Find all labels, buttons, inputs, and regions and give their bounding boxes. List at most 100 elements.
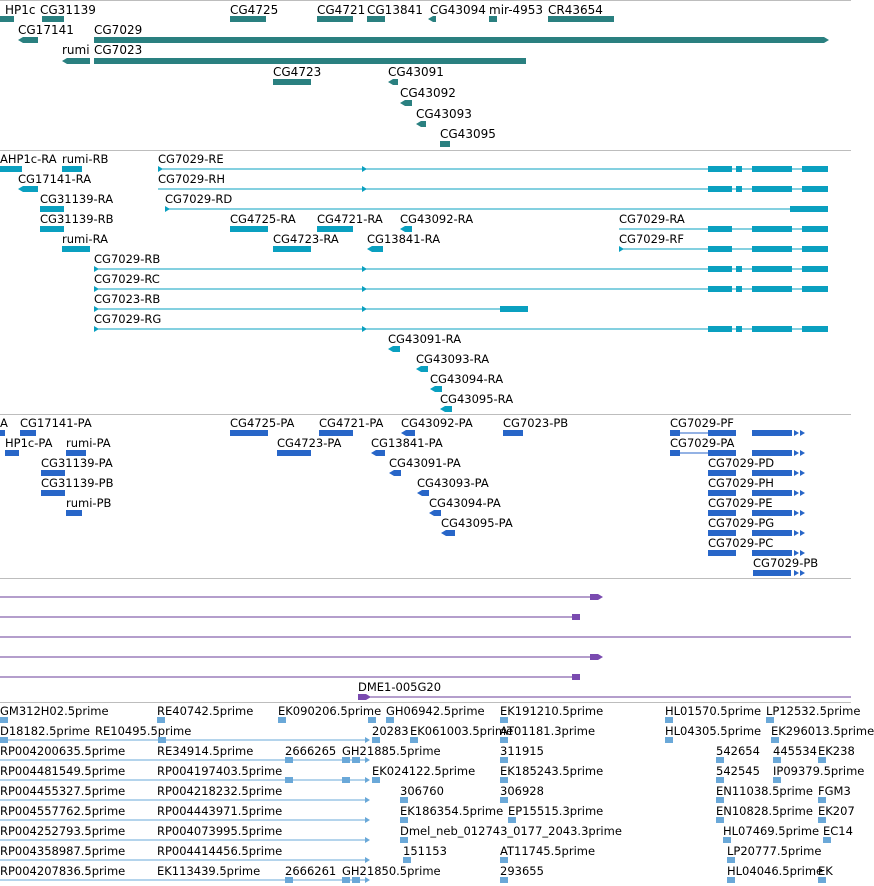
- feature-label[interactable]: CG7029-RD: [165, 192, 233, 206]
- feature-label[interactable]: CG31139-RB: [40, 212, 114, 226]
- feature-block[interactable]: [434, 510, 441, 516]
- feature-label[interactable]: RP004358987.5prime: [0, 844, 126, 858]
- feature-label[interactable]: CG7029-RG: [94, 312, 162, 326]
- feature-label[interactable]: CG43094-PA: [429, 496, 501, 510]
- feature-label[interactable]: CG7029-PF: [670, 416, 734, 430]
- read-block[interactable]: [352, 757, 360, 763]
- feature-block[interactable]: [40, 206, 64, 212]
- feature-label[interactable]: RP004207836.5prime: [0, 864, 126, 878]
- feature-label[interactable]: CG13841-RA: [367, 232, 441, 246]
- feature-block[interactable]: [708, 326, 732, 332]
- feature-block[interactable]: [393, 79, 398, 85]
- feature-block[interactable]: [0, 166, 22, 172]
- feature-block[interactable]: [708, 530, 736, 536]
- feature-label[interactable]: 445534: [773, 744, 817, 758]
- feature-block[interactable]: [421, 121, 426, 127]
- feature-label[interactable]: CG17141-RA: [18, 172, 92, 186]
- feature-label[interactable]: CG43094-RA: [430, 372, 504, 386]
- feature-label[interactable]: EK090206.5prime: [278, 704, 382, 718]
- read-block[interactable]: [285, 877, 293, 883]
- feature-block[interactable]: [394, 470, 401, 476]
- read-block[interactable]: [0, 737, 8, 743]
- read-block[interactable]: [716, 817, 724, 823]
- read-block[interactable]: [771, 737, 779, 743]
- feature-label[interactable]: 20283: [372, 724, 409, 738]
- feature-block[interactable]: [433, 16, 436, 22]
- feature-label[interactable]: CG7023-PB: [503, 416, 569, 430]
- read-block[interactable]: [386, 717, 394, 723]
- feature-label[interactable]: CG43092: [400, 86, 456, 100]
- feature-block[interactable]: [422, 490, 429, 496]
- feature-label[interactable]: rumi-RA: [62, 232, 108, 246]
- feature-block[interactable]: [94, 37, 824, 43]
- feature-block[interactable]: [20, 430, 36, 436]
- feature-block[interactable]: [317, 16, 353, 22]
- feature-label[interactable]: RE40742.5prime: [157, 704, 254, 718]
- read-block[interactable]: [500, 737, 508, 743]
- feature-label[interactable]: CG43095: [440, 127, 496, 141]
- feature-block[interactable]: [230, 16, 266, 22]
- feature-block[interactable]: [40, 226, 64, 232]
- feature-label[interactable]: 542654: [716, 744, 760, 758]
- read-block[interactable]: [342, 777, 350, 783]
- feature-label[interactable]: HP1c-PA: [5, 436, 53, 450]
- read-block[interactable]: [818, 817, 826, 823]
- feature-label[interactable]: CG43095-RA: [440, 392, 514, 406]
- feature-block[interactable]: [41, 470, 65, 476]
- feature-label[interactable]: GH21885.5prime: [342, 744, 441, 758]
- feature-block[interactable]: [5, 450, 19, 456]
- feature-label[interactable]: D18182.5prime: [0, 724, 90, 738]
- feature-label[interactable]: CG43093-PA: [417, 476, 489, 490]
- feature-block[interactable]: [670, 450, 680, 456]
- read-block[interactable]: [400, 837, 408, 843]
- feature-label[interactable]: EN11038.5prime: [716, 784, 813, 798]
- feature-block[interactable]: [752, 266, 792, 272]
- feature-label[interactable]: CG4723-PA: [277, 436, 342, 450]
- read-block[interactable]: [285, 757, 293, 763]
- feature-label[interactable]: 151153: [403, 844, 447, 858]
- feature-block[interactable]: [94, 58, 526, 64]
- feature-block[interactable]: [0, 430, 5, 436]
- read-block[interactable]: [400, 817, 408, 823]
- feature-block[interactable]: [62, 246, 90, 252]
- feature-block[interactable]: [802, 286, 828, 292]
- feature-label[interactable]: 311915: [500, 744, 544, 758]
- feature-label[interactable]: 293655: [500, 864, 544, 878]
- feature-label[interactable]: 2666261: [285, 864, 337, 878]
- feature-block[interactable]: [273, 246, 311, 252]
- feature-block[interactable]: [446, 530, 455, 536]
- feature-block[interactable]: [500, 306, 528, 312]
- feature-block[interactable]: [708, 470, 736, 476]
- feature-block[interactable]: [736, 326, 742, 332]
- feature-label[interactable]: CR43654: [548, 3, 603, 17]
- feature-label[interactable]: DME1-005G20: [358, 680, 442, 694]
- feature-label[interactable]: RP004557762.5prime: [0, 804, 126, 818]
- feature-label[interactable]: CG13841: [367, 3, 423, 17]
- feature-label[interactable]: 306760: [400, 784, 444, 798]
- feature-block[interactable]: [23, 37, 38, 43]
- feature-label[interactable]: CG13841-PA: [371, 436, 443, 450]
- feature-block[interactable]: [752, 166, 792, 172]
- feature-block[interactable]: [752, 226, 792, 232]
- feature-label[interactable]: CG31139-PA: [41, 456, 113, 470]
- feature-block[interactable]: [372, 246, 383, 252]
- feature-block[interactable]: [230, 226, 268, 232]
- read-block[interactable]: [716, 797, 724, 803]
- read-block[interactable]: [723, 837, 731, 843]
- read-block[interactable]: [818, 877, 826, 883]
- feature-label[interactable]: CG43092-RA: [400, 212, 474, 226]
- feature-label[interactable]: RP004414456.5prime: [157, 844, 283, 858]
- feature-label[interactable]: LP12532.5prime: [766, 704, 861, 718]
- feature-label[interactable]: mir-4953: [489, 3, 544, 17]
- read-block[interactable]: [342, 877, 350, 883]
- feature-block[interactable]: [23, 186, 38, 192]
- feature-block[interactable]: [445, 406, 452, 412]
- feature-label[interactable]: RP004443971.5prime: [157, 804, 283, 818]
- read-block[interactable]: [410, 737, 418, 743]
- feature-block[interactable]: [708, 430, 736, 436]
- read-block[interactable]: [352, 877, 360, 883]
- feature-block[interactable]: [708, 550, 736, 556]
- feature-block[interactable]: [752, 450, 792, 456]
